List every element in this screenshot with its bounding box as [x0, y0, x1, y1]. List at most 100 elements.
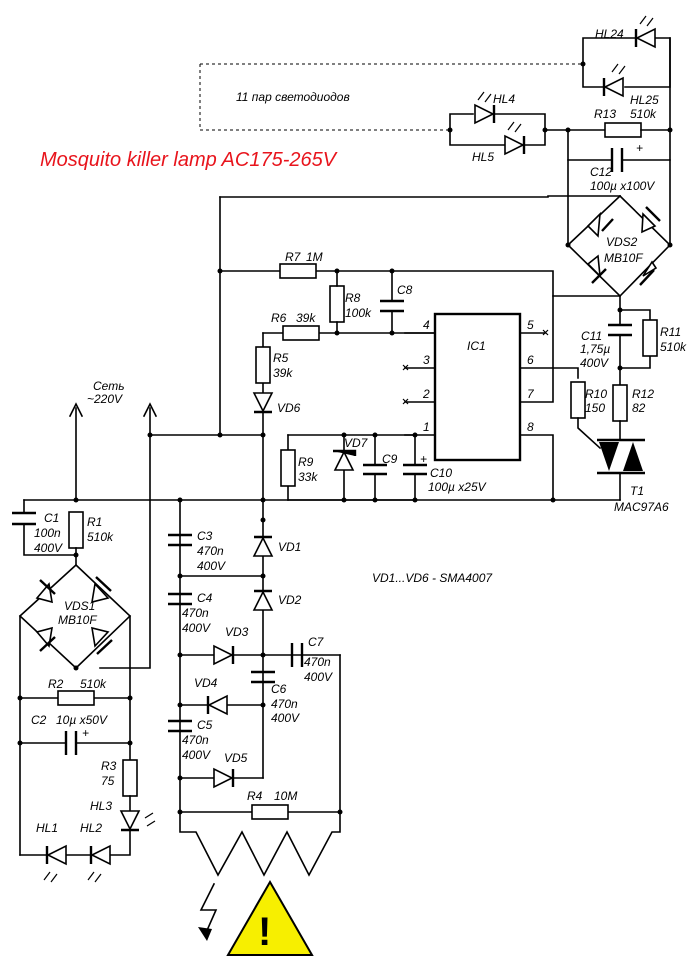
label-vds1: VDS1	[64, 599, 95, 613]
zener-vd7	[333, 432, 357, 503]
label-c2-value: 10µ x50V	[56, 713, 108, 727]
capacitor-c2	[17, 731, 133, 755]
label-c11-value1: 1,75µ	[580, 342, 610, 356]
pin-8: 8	[527, 420, 534, 434]
label-c3-value1: 470n	[197, 544, 224, 558]
ic1-chip	[402, 295, 579, 501]
resistor-r8	[329, 270, 345, 334]
label-r13-value: 510k	[630, 107, 657, 121]
label-vd4: VD4	[194, 676, 218, 690]
diode-vd1	[252, 517, 274, 557]
label-c5: C5	[197, 718, 213, 732]
label-c1: C1	[44, 511, 59, 525]
pin-2: 2	[422, 387, 430, 401]
label-hl5: HL5	[472, 150, 494, 164]
resistor-r10	[570, 381, 602, 450]
label-r6: R6	[271, 311, 287, 325]
note-leds: 11 пар светодиодов	[236, 90, 350, 104]
mains-label-1: Сеть	[93, 379, 125, 393]
led-hl1	[43, 844, 67, 883]
diode-vd3	[177, 644, 341, 666]
resistor-r1	[68, 511, 84, 566]
warning-triangle-icon	[226, 879, 314, 956]
capacitor-c9	[363, 432, 387, 503]
label-r4: R4	[247, 789, 263, 803]
label-r7-value: 1M	[306, 250, 323, 264]
c10-plus: +	[420, 452, 427, 466]
label-c7: C7	[308, 635, 325, 649]
label-c10-value: 100µ x25V	[428, 480, 487, 494]
pin-5: 5	[527, 318, 534, 332]
label-hl25: HL25	[630, 93, 659, 107]
label-r11-value: 510k	[660, 340, 687, 354]
pin-7: 7	[527, 387, 535, 401]
label-c5-value2: 400V	[182, 748, 211, 762]
resistor-r2	[17, 690, 133, 706]
wire-top-bus	[219, 195, 621, 198]
label-c2: C2	[31, 713, 47, 727]
mains-label-2: ~220V	[87, 392, 123, 406]
wire-vds1-outputs	[19, 615, 131, 856]
label-r3: R3	[101, 759, 117, 773]
wire-r7-right	[336, 270, 621, 297]
capacitor-c5	[168, 719, 192, 733]
label-c7-value2: 400V	[304, 670, 333, 684]
label-c12-value: 100µ x100V	[590, 179, 655, 193]
label-r8-value: 100k	[345, 306, 372, 320]
resistor-r7	[217, 263, 340, 279]
pin-6: 6	[527, 353, 534, 367]
pin-3: 3	[423, 353, 430, 367]
mains-input	[68, 402, 158, 669]
label-r7: R7	[285, 250, 302, 264]
label-c5-value1: 470n	[182, 733, 209, 747]
bridge-vds2	[565, 159, 673, 298]
diode-vd5	[177, 767, 264, 789]
label-r10-value: 150	[585, 401, 605, 415]
label-r1: R1	[87, 515, 102, 529]
label-c7-value1: 470n	[304, 655, 331, 669]
diode-vd4	[177, 694, 266, 716]
diode-vd2	[252, 589, 274, 611]
lightning-bolt-icon	[199, 882, 218, 937]
capacitor-c4	[168, 592, 192, 606]
led-group-dashed-line	[199, 63, 583, 131]
label-hl2: HL2	[80, 821, 102, 835]
label-c6-value1: 470n	[271, 697, 298, 711]
label-c1-value1: 100n	[34, 526, 61, 540]
resistor-r11	[617, 307, 658, 371]
label-c11-value2: 400V	[580, 356, 609, 370]
label-r6-value: 39k	[296, 311, 316, 325]
label-c10: C10	[430, 466, 452, 480]
label-r8: R8	[345, 291, 361, 305]
label-r12-value: 82	[632, 401, 646, 415]
c12-plus: +	[636, 141, 643, 155]
label-r9-value: 33k	[298, 470, 318, 484]
label-hl1: HL1	[36, 821, 58, 835]
title-text: Mosquito killer lamp AC175-265V	[40, 149, 338, 171]
label-c6-value2: 400V	[271, 711, 300, 725]
pin-4: 4	[423, 318, 430, 332]
label-c12: C12	[590, 165, 612, 179]
lightning-arrow-icon	[198, 927, 212, 941]
label-hl3: HL3	[90, 799, 112, 813]
label-vds1-value: MB10F	[58, 613, 97, 627]
label-r12: R12	[632, 387, 654, 401]
led-hl2	[87, 844, 111, 883]
label-vd5: VD5	[224, 751, 248, 765]
label-r10: R10	[585, 387, 607, 401]
note-vd: VD1...VD6 - SMA4007	[372, 571, 493, 585]
label-c6: C6	[271, 682, 287, 696]
label-c4: C4	[197, 591, 213, 605]
label-t1: T1	[630, 484, 644, 498]
label-r2: R2	[48, 677, 64, 691]
resistor-r5	[255, 332, 271, 394]
warning-mark: !	[258, 910, 271, 954]
triac-t1	[597, 438, 645, 501]
label-r3-value: 75	[101, 774, 115, 788]
label-c3: C3	[197, 529, 213, 543]
label-r5-value: 39k	[273, 366, 293, 380]
label-ic1: IC1	[467, 339, 486, 353]
label-vd3: VD3	[225, 625, 249, 639]
